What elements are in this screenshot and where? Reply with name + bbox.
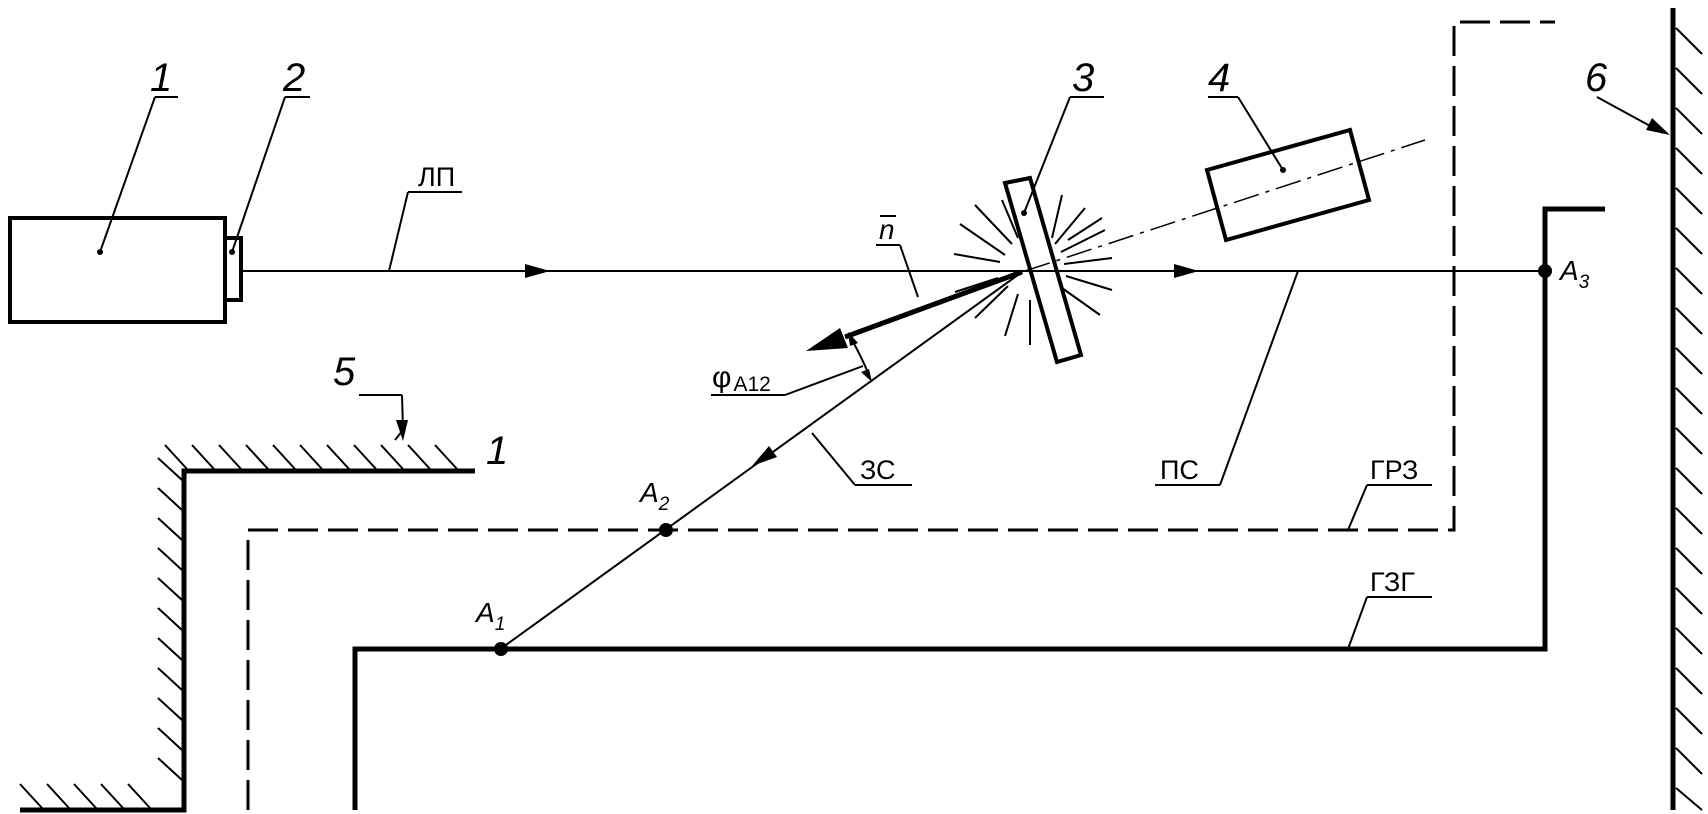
label-normal: n (879, 214, 895, 245)
label-beam-ps: ПС (1160, 455, 1199, 485)
reflected-beam-arrow (752, 446, 777, 466)
label-point-a3: A3 (1558, 255, 1590, 293)
label-danger-boundary: ГЗГ (1370, 567, 1415, 597)
label-point-a1: A1 (474, 597, 505, 635)
wall-hatching (1675, 27, 1703, 811)
label-beam-zs: ЗС (860, 455, 896, 485)
label-beam-lp: ЛП (418, 162, 455, 192)
label-wall: 6 (1585, 56, 1608, 100)
laser-body (8, 216, 227, 324)
obstacle-hatching (19, 444, 458, 809)
emitter (223, 236, 243, 302)
danger-boundary (352, 206, 1605, 810)
incident-beam-arrow (525, 264, 550, 278)
label-zone-boundary: ГРЗ (1370, 455, 1418, 485)
label-laser: 1 (150, 56, 172, 100)
label-point-a2: A2 (638, 477, 670, 515)
label-angle: φA12 (712, 361, 771, 396)
detector-body (1204, 127, 1372, 243)
label-target: 3 (1072, 56, 1094, 100)
point-a2 (659, 523, 673, 537)
detector-axis (1024, 139, 1426, 272)
angle-arc-arrow-top (848, 332, 858, 346)
point-a1 (494, 642, 508, 656)
obstacle-outline (20, 468, 475, 813)
angle-arc-arrow-bottom (861, 369, 872, 382)
wall-leader-arrow (1646, 118, 1670, 135)
point-a3 (1538, 264, 1552, 278)
label-obstacle: 5 (333, 350, 356, 394)
obstacle-leader-arrow (396, 420, 408, 441)
normal-vector-arrow (806, 328, 848, 351)
label-detector: 4 (1208, 56, 1230, 100)
zone-boundary (246, 20, 1555, 810)
target-plate (1002, 175, 1084, 365)
label-emitter: 2 (282, 56, 305, 100)
transmitted-beam-arrow (1174, 264, 1199, 278)
scatter-rays (953, 194, 1113, 345)
label-obstacle-edge: 1 (486, 429, 508, 473)
leader-lines (99, 96, 1664, 650)
normal-vector (844, 269, 1023, 340)
